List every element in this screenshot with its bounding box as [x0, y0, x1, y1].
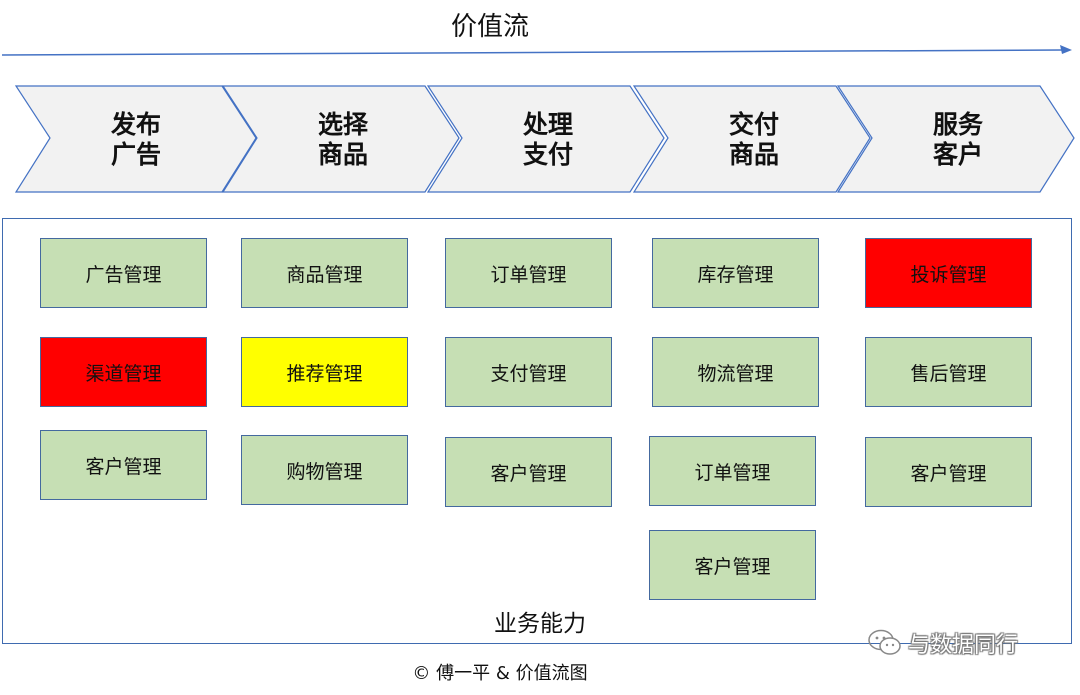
stage-5-line1: 服务: [932, 110, 983, 139]
capability-box: 客户管理: [40, 430, 207, 500]
stage-label-4: 交付 商品: [684, 110, 824, 170]
stage-chevron-4: [632, 85, 871, 193]
stage-label-1: 发布 广告: [66, 110, 206, 170]
value-flow-arrow: [1, 45, 1072, 56]
capability-box: 投诉管理: [865, 238, 1032, 308]
stage-label-3: 处理 支付: [478, 110, 618, 170]
stage-chevron-5: [836, 85, 1075, 193]
stage-4-line1: 交付: [728, 110, 779, 139]
stage-label-2: 选择 商品: [273, 110, 413, 170]
capability-box: 订单管理: [649, 436, 816, 506]
capability-box: 物流管理: [652, 337, 819, 407]
stage-chevron-3: [426, 85, 665, 193]
capability-box: 客户管理: [445, 437, 612, 507]
stage-5-line2: 客户: [932, 140, 983, 169]
capability-box: 客户管理: [649, 530, 816, 600]
capability-box: 购物管理: [241, 435, 408, 505]
capability-box: 商品管理: [241, 238, 408, 308]
capability-box: 支付管理: [445, 337, 612, 407]
stage-1-line1: 发布: [110, 110, 161, 139]
stage-chevrons: [14, 85, 1075, 193]
flow-arrow-head: [1060, 45, 1072, 54]
stage-3-line2: 支付: [522, 140, 573, 169]
wechat-watermark: 与数据同行: [868, 627, 1018, 659]
stage-3-line1: 处理: [522, 110, 573, 139]
stage-2-line2: 商品: [317, 140, 368, 169]
capability-box: 广告管理: [40, 238, 207, 308]
stage-4-line2: 商品: [728, 140, 779, 169]
capability-box: 库存管理: [652, 238, 819, 308]
business-capability-label: 业务能力: [494, 611, 586, 637]
stage-chevron-1: [14, 85, 257, 193]
stage-chevron-2: [221, 85, 460, 193]
capability-box: 推荐管理: [241, 337, 408, 407]
capability-box: 售后管理: [865, 337, 1032, 407]
stage-label-5: 服务 客户: [888, 110, 1028, 170]
capability-box: 渠道管理: [40, 337, 207, 407]
flow-arrow-line: [1, 49, 1063, 56]
wechat-icon: [868, 629, 901, 655]
stage-2-line1: 选择: [317, 110, 368, 139]
stage-1-line2: 广告: [110, 140, 161, 169]
capability-box: 客户管理: [865, 437, 1032, 507]
capability-box: 订单管理: [445, 238, 612, 308]
copyright-footer: © 傅一平 & 价值流图: [412, 663, 588, 684]
value-stream-title: 价值流: [450, 12, 529, 42]
business-capability-panel: [2, 218, 1072, 644]
watermark-text: 与数据同行: [908, 633, 1019, 658]
